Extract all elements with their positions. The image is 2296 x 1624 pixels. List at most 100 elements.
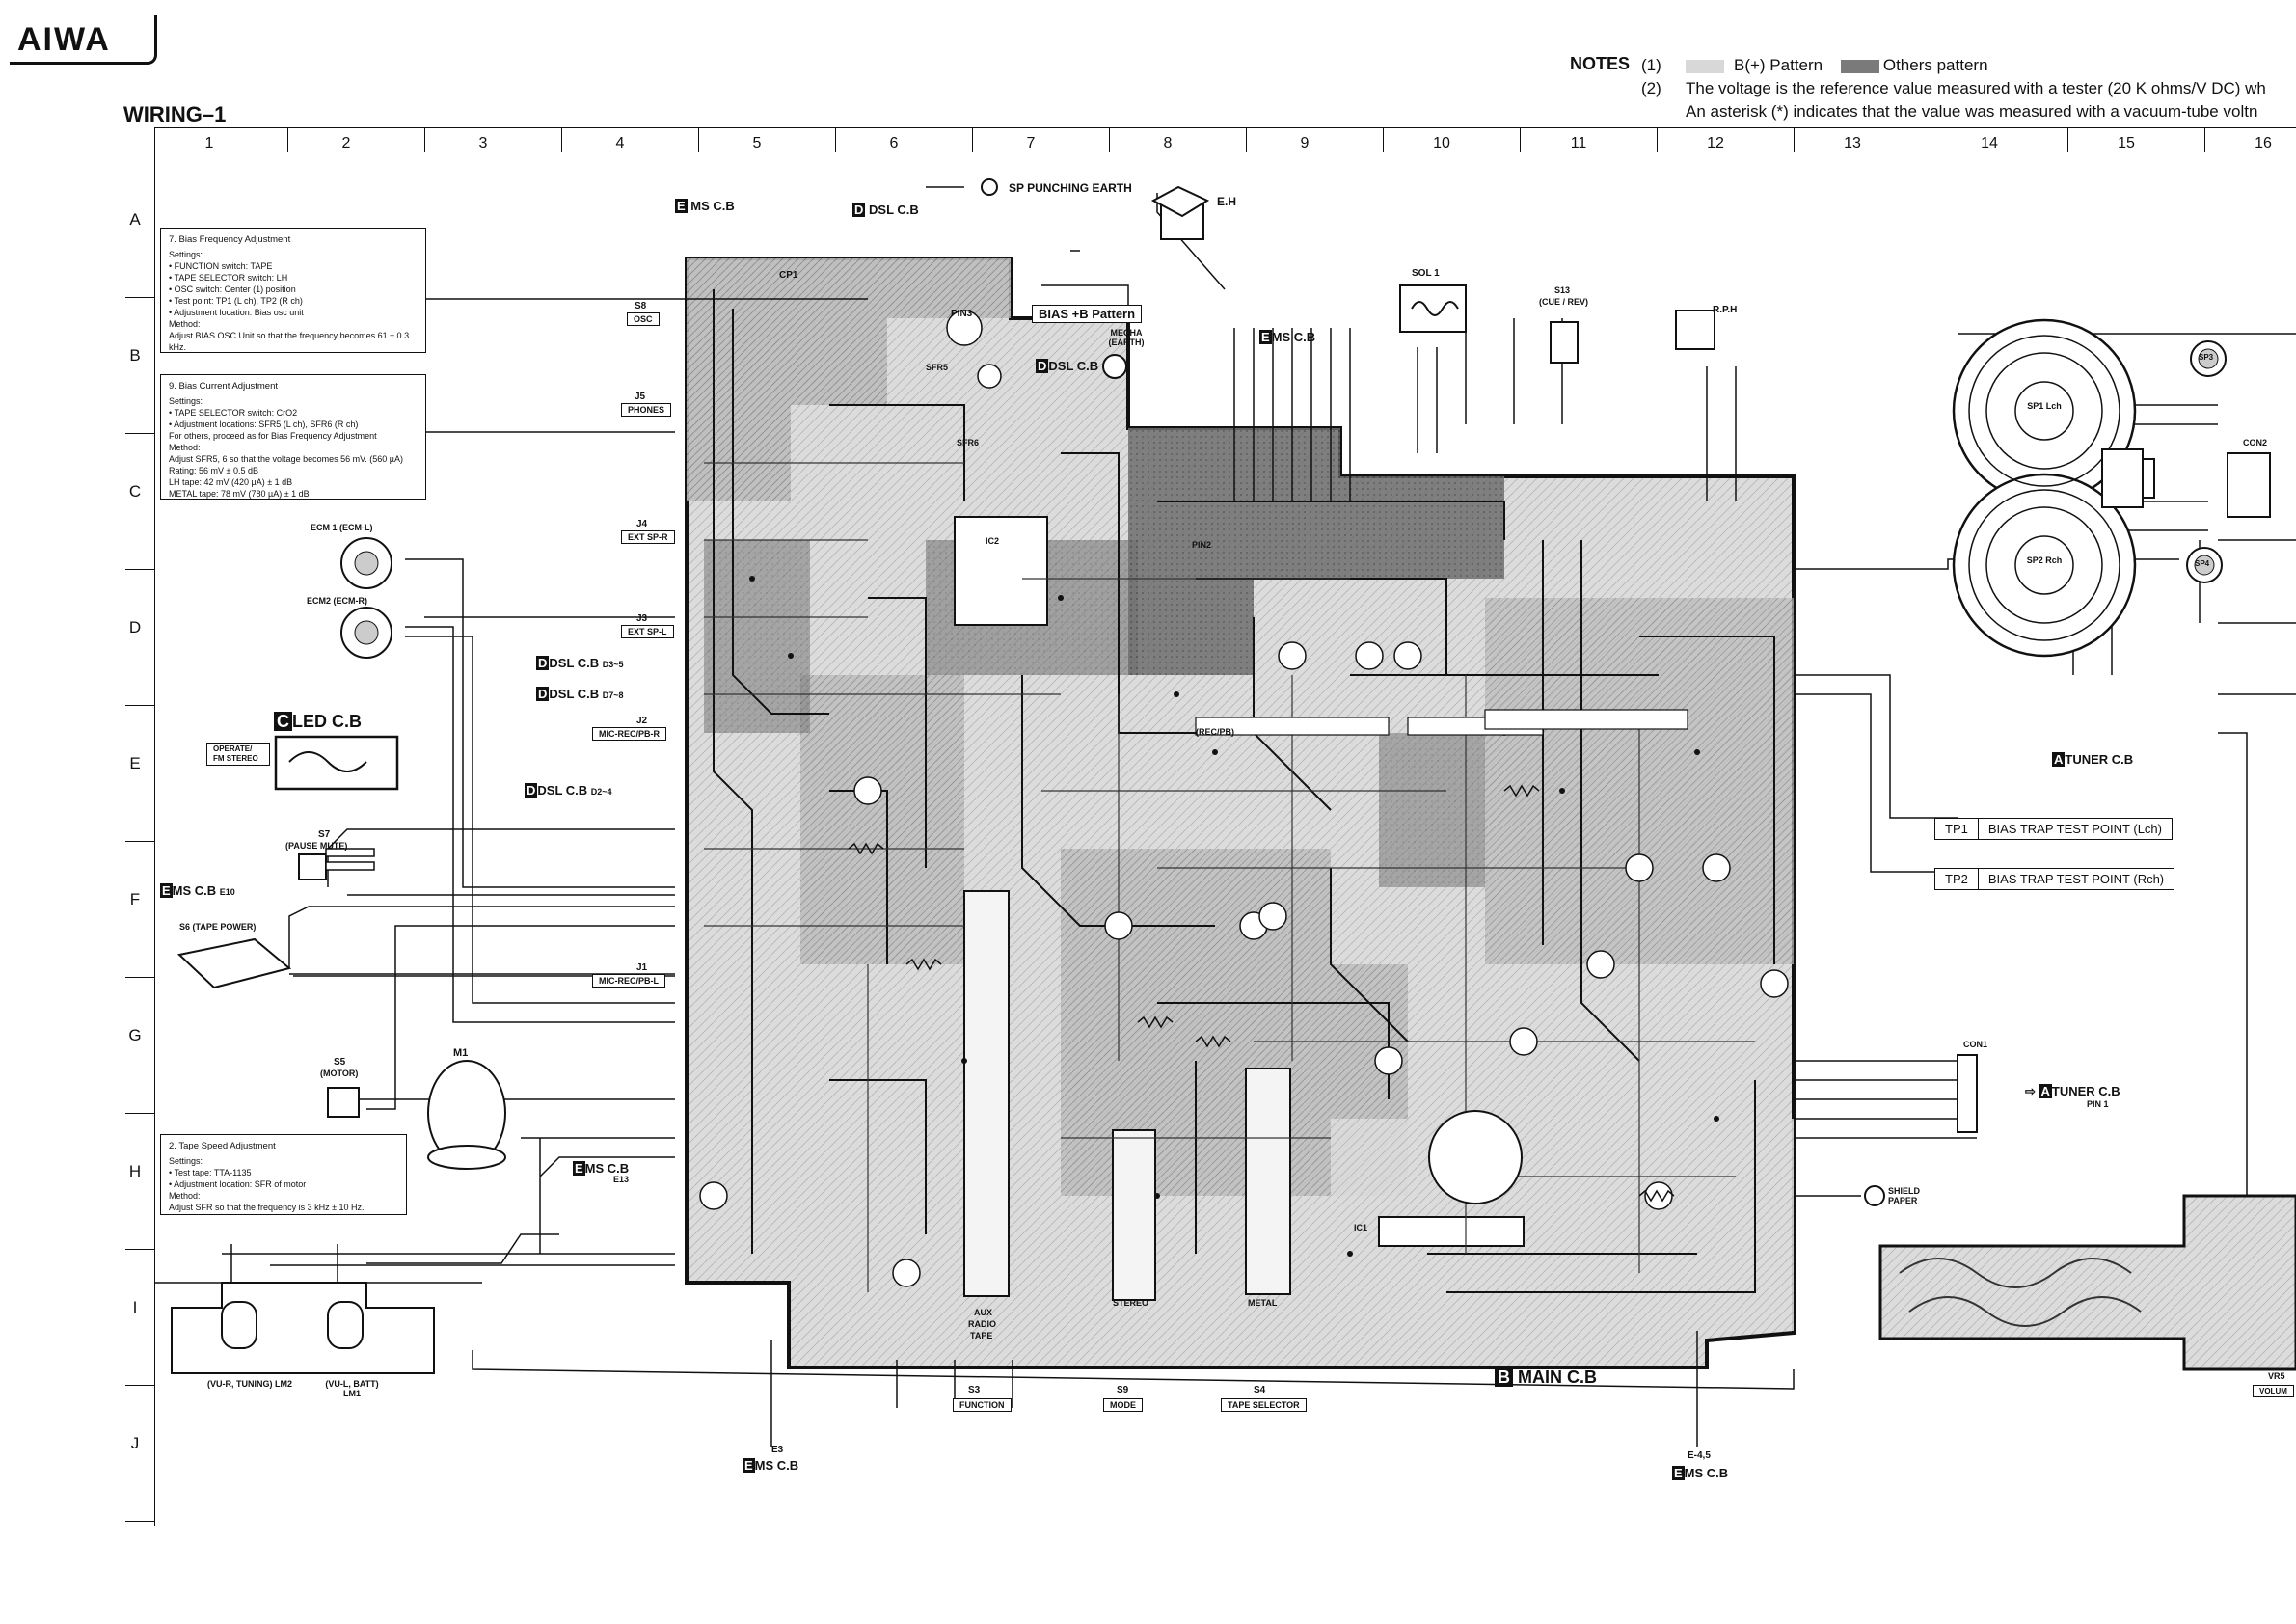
mic-rec-r-label: MIC-REC/PB-R [592, 727, 666, 741]
column-label: 11 [1570, 135, 1587, 151]
lm1-label: (VU-L, BATT) LM1 [325, 1379, 379, 1398]
adjust-line: Rating: 56 mV ± 0.5 dB [169, 466, 258, 475]
prefix-e: E [675, 199, 688, 213]
con2-label: CON2 [2243, 438, 2268, 447]
adjust-line: • TAPE SELECTOR switch: LH [169, 273, 288, 283]
row-tick [125, 841, 154, 842]
note-2-line-1: The voltage is the reference value measu… [1686, 79, 2266, 97]
adjust-line: • Adjustment locations: SFR5 (L ch), SFR… [169, 420, 359, 429]
ecm2-label: ECM2 (ECM-R) [307, 596, 367, 606]
m1-label: M1 [453, 1047, 469, 1059]
prefix-d: D [536, 687, 550, 701]
tp1-test-point: TP1 BIAS TRAP TEST POINT (Lch) [1934, 818, 2173, 840]
motor-label: (MOTOR) [320, 1069, 359, 1078]
adjust-line: LH tape: 42 mV (420 µA) ± 1 dB [169, 477, 293, 487]
prefix-e: E [573, 1161, 585, 1176]
row-tick [125, 705, 154, 706]
column-tick [2067, 127, 2068, 152]
row-label: J [130, 1434, 140, 1452]
rec-pb-label: (REC/PB) [1196, 727, 1234, 737]
tp2-label: TP2 [1935, 869, 1979, 889]
column-tick [287, 127, 288, 152]
adjust-line: • Test point: TP1 (L ch), TP2 (R ch) [169, 296, 303, 306]
tuner-cb-text: TUNER C.B [2065, 752, 2134, 767]
ms-cb-text: MS C.B [754, 1458, 799, 1473]
column-tick [424, 127, 425, 152]
ic1-label: IC1 [1354, 1223, 1368, 1232]
column-label: 4 [615, 135, 625, 151]
adjust-line: Method: [169, 319, 201, 329]
s7-label: S7 [318, 829, 331, 840]
lm2-label: (VU-R, TUNING) LM2 [207, 1379, 292, 1389]
mode-label: MODE [1103, 1398, 1143, 1412]
adjust-line: kHz. [169, 342, 186, 352]
s3-tape-label: TAPE [970, 1331, 993, 1340]
row-tick [125, 1521, 154, 1522]
column-label: 1 [204, 135, 214, 151]
row-label: E [129, 754, 141, 772]
column-label: 5 [752, 135, 762, 151]
main-cb-label: B MAIN C.B [1495, 1367, 1597, 1388]
adjust-line: • Adjustment location: SFR of motor [169, 1179, 307, 1189]
led-cb-text: LED C.B [292, 712, 362, 731]
pin1-label: PIN 1 [2087, 1099, 2109, 1109]
s6-tape-power-label: S6 (TAPE POWER) [179, 922, 257, 932]
main-cb-text: MAIN C.B [1518, 1367, 1598, 1387]
dsl-cb-text: DSL C.B [549, 656, 600, 670]
row-label: D [128, 618, 142, 636]
column-tick [698, 127, 699, 152]
column-tick [1794, 127, 1795, 152]
d2-4-text: D2~4 [590, 787, 612, 797]
note-number-1: (1) [1641, 56, 1661, 74]
tuner-cb-text: TUNER C.B [2051, 1084, 2120, 1098]
ms-cb-text: MS C.B [172, 883, 217, 898]
bias-pattern-label: BIAS +B Pattern [1032, 305, 1143, 323]
prefix-a: A [2052, 752, 2066, 767]
column-tick [561, 127, 562, 152]
sp2-label: SP2 Rch [2026, 555, 2063, 565]
dsl-cb-top-label: D DSL C.B [852, 203, 919, 217]
ic2-label: IC2 [986, 536, 1000, 546]
s13-label: S13 [1554, 285, 1571, 295]
earth-handler-label: E.H [1217, 195, 1237, 208]
osc-label: OSC [627, 312, 660, 326]
sp4-label: SP4 [2195, 559, 2210, 568]
row-label: G [128, 1026, 142, 1044]
pause-mute-label: (PAUSE MUTE) [285, 841, 348, 851]
row-label: B [129, 346, 141, 365]
row-tick [125, 977, 154, 978]
column-tick [1383, 127, 1384, 152]
row-tick [125, 1385, 154, 1386]
adjust-line: • OSC switch: Center (1) position [169, 284, 296, 294]
ext-sp-l-label: EXT SP-L [621, 625, 674, 638]
column-ruler-top [154, 127, 2296, 128]
adjust-line: Adjust SFR so that the frequency is 3 kH… [169, 1203, 365, 1212]
operate-fm-stereo-label: OPERATE/ FM STEREO [206, 743, 270, 766]
j2-label: J2 [636, 716, 648, 726]
ecm1-label: ECM 1 (ECM-L) [311, 523, 373, 532]
column-label: 2 [341, 135, 351, 151]
row-label: A [129, 210, 141, 229]
adjust-line: • Adjustment location: Bias osc unit [169, 308, 304, 317]
j5-label: J5 [635, 392, 646, 402]
function-label: FUNCTION [953, 1398, 1012, 1412]
rph-label: R.P.H [1713, 305, 1738, 315]
tp1-label: TP1 [1935, 819, 1979, 839]
dsl-cb-text: DSL C.B [549, 687, 600, 701]
row-tick [125, 1113, 154, 1114]
prefix-d: D [852, 203, 866, 217]
column-label: 8 [1163, 135, 1173, 151]
sfr6-label: SFR6 [957, 438, 980, 447]
column-label: 14 [1981, 135, 1998, 151]
adjust-line: Adjust SFR5, 6 so that the voltage becom… [169, 454, 403, 464]
pin3-label: PIN3 [951, 309, 973, 319]
adjust-box-title: 2. Tape Speed Adjustment [169, 1141, 276, 1151]
